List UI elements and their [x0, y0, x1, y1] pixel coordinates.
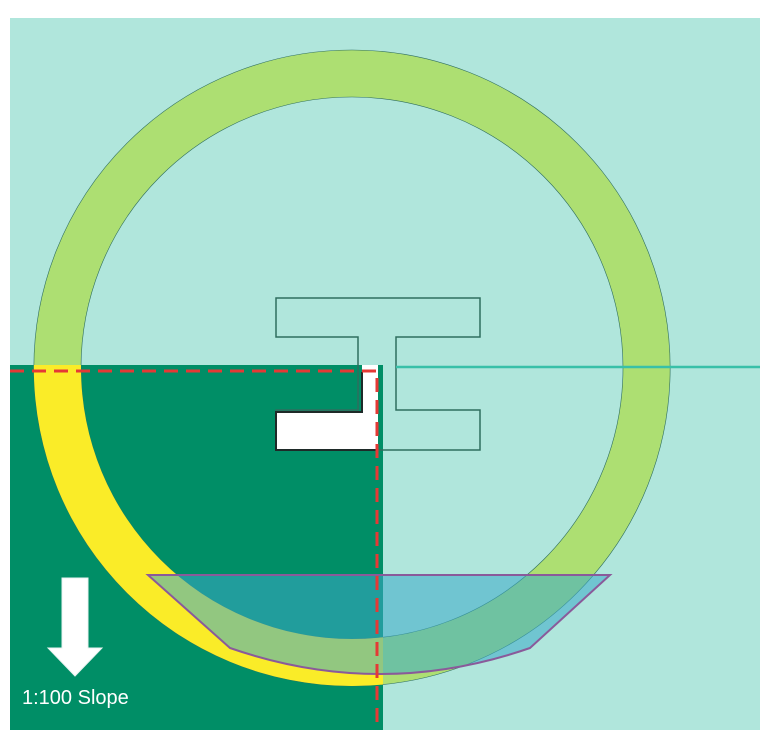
slope-arrow-icon [46, 577, 104, 677]
dashed-boundary [10, 369, 379, 730]
slope-label: 1:100 Slope [22, 687, 129, 709]
t-section-outline [275, 297, 481, 451]
water-segment [145, 574, 613, 675]
cut-region-outline [275, 372, 378, 451]
cut-region [276, 365, 378, 450]
